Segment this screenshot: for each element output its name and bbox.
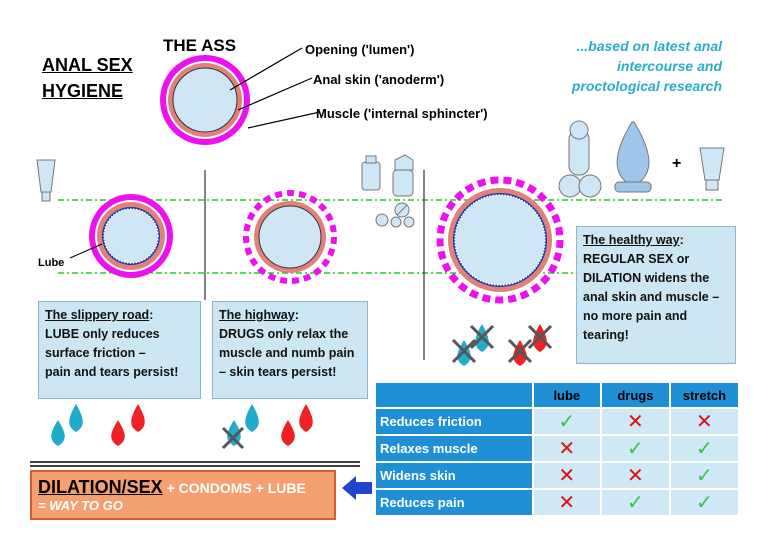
- plus-sign: +: [672, 155, 682, 172]
- label-sphincter: Muscle ('internal sphincter'): [316, 106, 488, 121]
- anatomy-diagram: [160, 47, 320, 145]
- box-slippery-line2: surface friction –: [45, 346, 146, 360]
- box-slippery-road: The slippery road: LUBE only reduces sur…: [38, 301, 201, 399]
- check-icon: ✓: [627, 438, 644, 460]
- table-header-row: lube drugs stretch: [374, 381, 741, 409]
- cross-icon: ✕: [558, 492, 576, 514]
- box-highway-heading: The highway: [219, 308, 295, 322]
- table-cell-lube: ✓: [531, 407, 602, 436]
- cross-icon: ✕: [627, 465, 644, 487]
- pills-icon: [361, 154, 415, 228]
- table-row: Widens skin ✕ ✕ ✓: [374, 461, 741, 490]
- butt-plug-icon: [614, 121, 652, 193]
- label-anoderm: Anal skin ('anoderm'): [313, 72, 445, 87]
- research-line1: ...based on latest anal: [576, 38, 723, 54]
- table-cell-stretch: ✓: [668, 434, 741, 463]
- box-healthy-line4: no more pain and: [583, 309, 688, 323]
- box-slippery-line1: LUBE only reduces: [45, 327, 160, 341]
- drops-drugs: [221, 404, 313, 450]
- box-healthy-line5: tearing!: [583, 328, 629, 342]
- anus-stretch: [436, 176, 564, 304]
- table-cell-lube: ✕: [531, 434, 602, 463]
- check-icon: ✓: [696, 438, 713, 460]
- check-icon: ✓: [558, 411, 576, 433]
- box-highway-line1: DRUGS only relax the: [219, 327, 349, 341]
- box-highway-line3: – skin tears persist!: [219, 365, 337, 379]
- dilation-banner: DILATION/SEX + CONDOMS + LUBE = WAY TO G…: [30, 470, 336, 520]
- check-icon: ✓: [627, 492, 644, 514]
- lube-tube-icon-left: [36, 159, 56, 202]
- drops-lube: [51, 404, 145, 446]
- box-healthy-line2: DILATION widens the: [583, 271, 710, 285]
- lube-tube-icon-right: [699, 147, 725, 191]
- pointer-line-skin: [237, 77, 313, 111]
- box-healthy-way: The healthy way: REGULAR SEX or DILATION…: [576, 226, 736, 364]
- title-line2: HYGIENE: [42, 81, 124, 101]
- table-header-stretch: stretch: [668, 381, 741, 409]
- cross-icon: ✕: [696, 411, 713, 433]
- box-healthy-heading: The healthy way: [583, 233, 680, 247]
- pointer-line-muscle: [247, 111, 320, 129]
- table-row-label: Reduces friction: [374, 407, 534, 436]
- title-line1: ANAL SEX: [42, 55, 133, 75]
- pointer-line-opening: [229, 47, 303, 91]
- research-line3: proctological research: [571, 78, 722, 94]
- comparison-table: lube drugs stretch Reduces friction✓✕✕Re…: [374, 381, 741, 517]
- table-row-label: Widens skin: [374, 461, 534, 490]
- drops-stretch: [451, 324, 553, 366]
- anus-lube: [89, 194, 173, 278]
- dilation-sub: = WAY TO GO: [38, 498, 123, 513]
- table-header-lube: lube: [531, 381, 602, 409]
- box-slippery-heading: The slippery road: [45, 308, 150, 322]
- table-corner: [374, 381, 534, 409]
- box-healthy-line1: REGULAR SEX or: [583, 252, 690, 266]
- lumen: [172, 67, 238, 133]
- table-row: Reduces pain ✕ ✓ ✓: [374, 488, 741, 517]
- box-highway: The highway: DRUGS only relax the muscle…: [212, 301, 368, 399]
- research-note: ...based on latest anal intercourse and …: [520, 36, 722, 96]
- table-header-drugs: drugs: [599, 381, 671, 409]
- box-slippery-line3: pain and tears persist!: [45, 365, 179, 379]
- lube-label: Lube: [38, 257, 65, 269]
- dilation-title: DILATION/SEX: [38, 477, 163, 497]
- box-highway-line2: muscle and numb pain: [219, 346, 355, 360]
- lube-pointer: [69, 243, 103, 259]
- research-line2: intercourse and: [616, 58, 722, 74]
- check-icon: ✓: [696, 465, 713, 487]
- table-cell-drugs: ✓: [599, 488, 671, 517]
- arrow-icon: [342, 476, 372, 500]
- table-cell-lube: ✕: [531, 461, 602, 490]
- table-cell-drugs: ✕: [599, 461, 671, 490]
- cross-icon: ✕: [558, 465, 576, 487]
- page-title: ANAL SEX HYGIENE: [42, 52, 133, 104]
- table-cell-stretch: ✓: [668, 461, 741, 490]
- cross-icon: ✕: [558, 438, 576, 460]
- check-icon: ✓: [696, 492, 713, 514]
- table-cell-lube: ✕: [531, 488, 602, 517]
- table-row: Relaxes muscle ✕ ✓ ✓: [374, 434, 741, 463]
- table-row: Reduces friction ✓ ✕ ✕: [374, 407, 741, 436]
- dilation-extras: + CONDOMS + LUBE: [162, 480, 306, 496]
- penis-icon: [558, 120, 602, 198]
- cross-icon: ✕: [627, 411, 644, 433]
- table-cell-drugs: ✕: [599, 407, 671, 436]
- anus-drugs: [243, 190, 337, 284]
- dilation-main: DILATION/SEX + CONDOMS + LUBE: [38, 477, 328, 498]
- table-cell-stretch: ✕: [668, 407, 741, 436]
- table-row-label: Reduces pain: [374, 488, 534, 517]
- table-row-label: Relaxes muscle: [374, 434, 534, 463]
- ass-title: THE ASS: [163, 36, 237, 55]
- label-opening: Opening ('lumen'): [305, 42, 415, 57]
- table-cell-drugs: ✓: [599, 434, 671, 463]
- table-cell-stretch: ✓: [668, 488, 741, 517]
- box-healthy-line3: anal skin and muscle –: [583, 290, 720, 304]
